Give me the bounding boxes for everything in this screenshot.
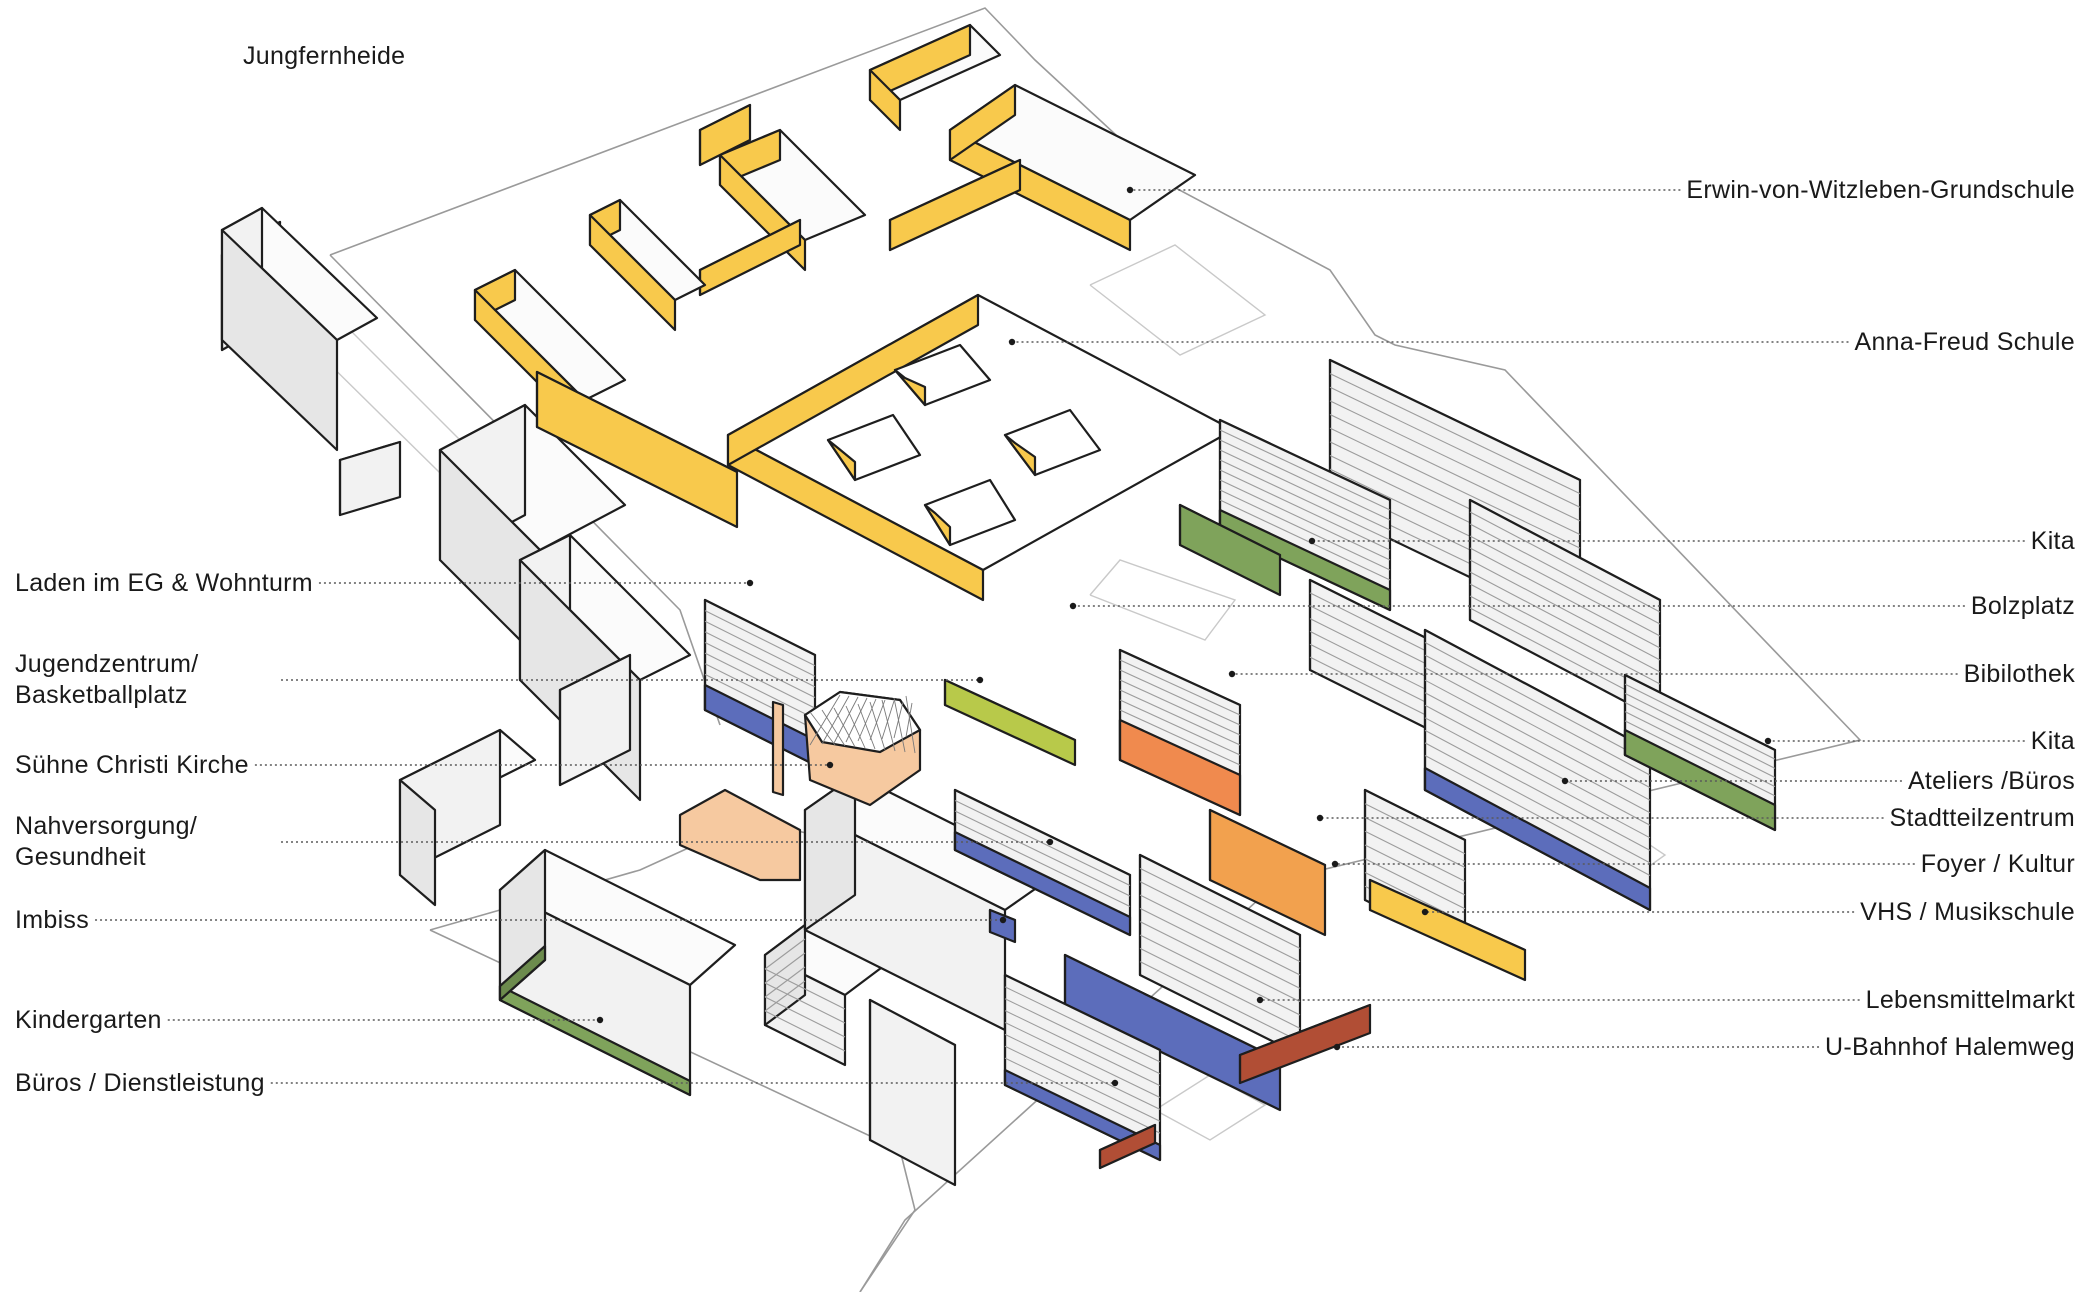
leader-dot-Lf5 — [596, 1016, 604, 1024]
label-kindergarten: Kindergarten — [15, 1005, 162, 1034]
leader-dot-R1 — [1008, 338, 1016, 346]
label-nahversorgung-gesundheit: Nahversorgung/Gesundheit — [15, 812, 198, 871]
leader-dot-R0 — [1126, 186, 1134, 194]
parish-hall — [678, 788, 802, 882]
u-bahn-entrance — [1098, 1123, 1157, 1170]
leader-dot-Lf6 — [1111, 1079, 1119, 1087]
label-suehne-christi-kirche: Sühne Christi Kirche — [15, 750, 249, 779]
label-vhs-musikschule: VHS / Musikschule — [1860, 897, 2075, 926]
library-yellowgreen — [943, 678, 1077, 767]
leader-dot-R5 — [1764, 737, 1772, 745]
u-bahnhof-halemweg — [1238, 1003, 1372, 1085]
grundschule-wing-west — [588, 198, 707, 332]
office-tower-south — [868, 998, 957, 1187]
leader-dot-R3 — [1069, 602, 1077, 610]
leader-dot-R9 — [1421, 908, 1429, 916]
district-label-jungfernheide: Jungfernheide — [243, 41, 406, 70]
leader-dot-R8 — [1331, 860, 1339, 868]
bibliothek-tower — [1118, 648, 1242, 817]
stadtteilzentrum — [1208, 808, 1327, 937]
bolzplatz-outline — [1089, 559, 1237, 641]
residential-slab-centre — [803, 773, 1057, 1032]
kindergarten-slab — [498, 848, 737, 1097]
residential-slab-north-west — [220, 206, 379, 452]
grundschule-wing-south — [535, 370, 739, 529]
label-ateliers-bueros: Ateliers /Büros — [1907, 766, 2075, 795]
leader-dot-Lf2 — [826, 761, 834, 769]
grundschule-wing-link — [698, 218, 802, 297]
office-block-south-1 — [763, 923, 887, 1067]
grundschule-wing-east — [888, 158, 1022, 252]
leader-dot-R6 — [1561, 777, 1569, 785]
plaza-outline-south — [1154, 1074, 1267, 1141]
label-foyer-kultur: Foyer / Kultur — [1920, 849, 2075, 878]
label-anna-freud-schule: Anna-Freud Schule — [1854, 327, 2075, 356]
grundschule-wing-north — [868, 23, 1002, 132]
label-laden-im-eg-wohnturm: Laden im EG & Wohnturm — [15, 568, 313, 597]
label-u-bahnhof-halemweg: U-Bahnhof Halemweg — [1825, 1032, 2075, 1061]
leader-dot-R11 — [1333, 1043, 1341, 1051]
suehne-christi-kirche — [678, 690, 922, 882]
office-slab-south-centre — [1003, 973, 1162, 1162]
imbiss-kiosk — [988, 908, 1017, 944]
leader-dot-Lf3 — [1046, 838, 1054, 846]
leader-dot-R10 — [1256, 996, 1264, 1004]
leader-dot-Lf0 — [746, 579, 754, 587]
leader-dot-R4 — [1228, 670, 1236, 678]
nahversorgung-block — [398, 728, 537, 907]
label-bibliothek: Bibilothek — [1963, 659, 2075, 688]
label-bolzplatz: Bolzplatz — [1970, 591, 2075, 620]
ateliers-studio-slab — [953, 788, 1132, 937]
leader-dot-R2 — [1308, 537, 1316, 545]
sports-field-outline — [1089, 244, 1267, 356]
laden-wohnturm — [703, 598, 817, 767]
label-kita-east: Kita — [2030, 726, 2075, 755]
leader-dot-Lf1 — [976, 676, 984, 684]
residential-tower-lebensmittel — [1138, 853, 1302, 1057]
church-bell-tower — [771, 700, 785, 797]
grundschule-hall — [948, 83, 1197, 252]
residential-tail — [338, 440, 402, 517]
leader-dot-R7 — [1316, 814, 1324, 822]
anna-freud-schule — [726, 293, 1235, 602]
label-jugendzentrum-basketballplatz: Jugendzentrum/Basketballplatz — [15, 650, 199, 709]
vhs-podium — [1368, 878, 1527, 982]
label-erwin-von-witzleben-grundschule: Erwin-von-Witzleben-Grundschule — [1686, 175, 2075, 204]
residential-slab-west-1 — [438, 403, 627, 662]
label-stadtteilzentrum: Stadtteilzentrum — [1889, 803, 2075, 832]
label-lebensmittelmarkt: Lebensmittelmarkt — [1865, 985, 2075, 1014]
grundschule-tower — [698, 103, 752, 167]
leader-dot-Lf4 — [999, 916, 1007, 924]
label-leader-lines — [95, 186, 2025, 1087]
kita-east-block — [1623, 673, 1777, 832]
kita-north-block — [1218, 418, 1392, 612]
residential-slab-west-3 — [558, 653, 632, 787]
label-bueros-dienstleistung: Büros / Dienstleistung — [15, 1068, 265, 1097]
label-imbiss: Imbiss — [15, 905, 90, 934]
kita-north-annex — [1178, 503, 1282, 597]
buildings — [220, 23, 1777, 1187]
label-kita-north: Kita — [2030, 526, 2075, 555]
